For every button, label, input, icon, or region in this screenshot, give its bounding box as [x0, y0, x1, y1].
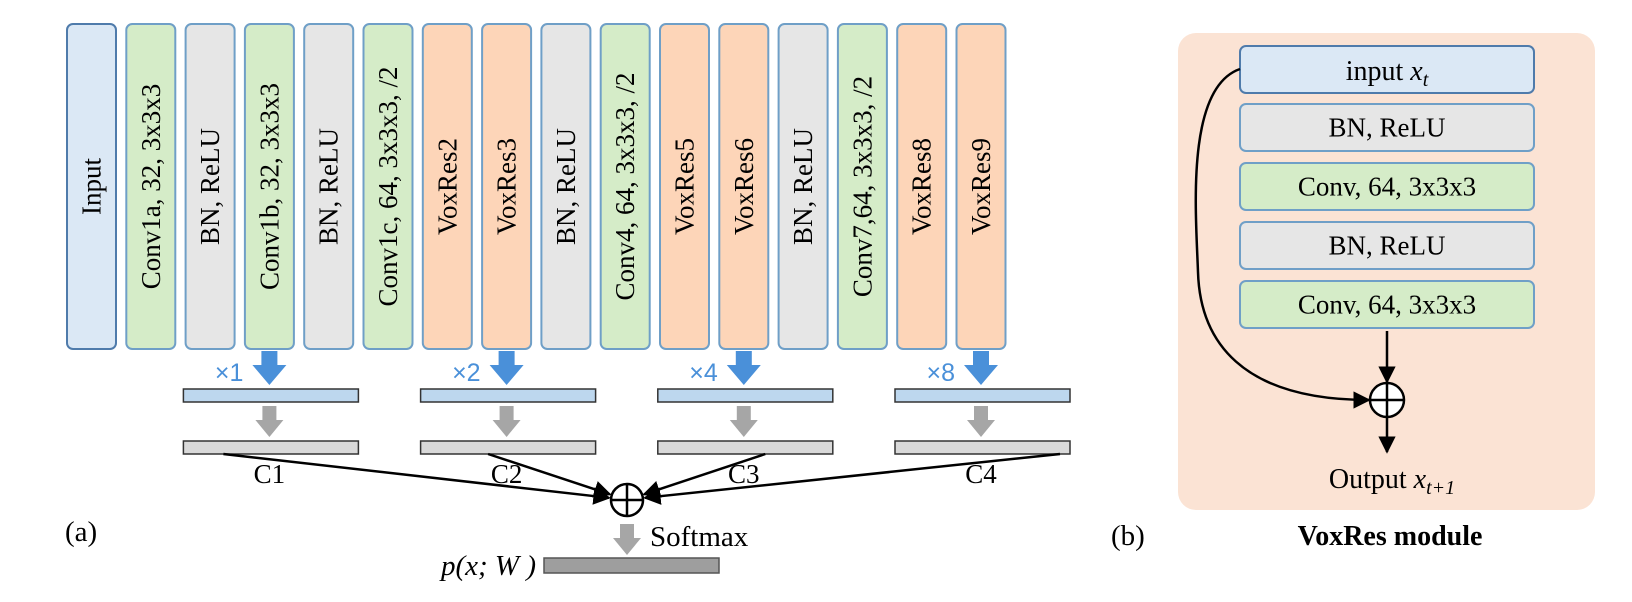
classifier-label: C3 [728, 459, 760, 489]
deconv-bar [182, 388, 360, 403]
branch-group: ×1C1×2C2×4C3×8C4 [182, 351, 1071, 505]
layer-label: BN, ReLU [551, 128, 581, 245]
fusion-group [609, 482, 645, 518]
branch-c1: ×1C1 [182, 351, 611, 505]
layer-label: BN, ReLU [314, 128, 344, 245]
output-probability-label: p(x; W ) [439, 550, 536, 582]
classifier-arrow-icon [255, 406, 284, 437]
layer-conv: Conv7,64, 3x3x3, /2 [836, 23, 888, 350]
module-output-label: Output xt+1 [1329, 464, 1455, 499]
layer-voxres: VoxRes3 [481, 23, 533, 350]
voxres-module-background [1178, 33, 1595, 510]
skip-connection-arrow [1194, 67, 1371, 409]
layer-conv: Conv1b, 32, 3x3x3 [243, 23, 295, 350]
layer-voxres: VoxRes9 [955, 23, 1007, 350]
layer-bn: BN, ReLU [303, 23, 355, 350]
classifier-arrow-icon [729, 406, 758, 437]
layer-voxres: VoxRes8 [896, 23, 948, 350]
module-input-label: input xt [1346, 56, 1429, 91]
upsample-multiplier: ×8 [926, 359, 955, 387]
module-title: VoxRes module [1298, 521, 1483, 552]
layer-bn: BN, ReLU [540, 23, 592, 350]
layer-conv: Conv1c, 64, 3x3x3, /2 [362, 23, 414, 350]
layer-label: Conv1a, 32, 3x3x3 [136, 84, 166, 290]
deconv-bar [894, 388, 1071, 403]
classifier-arrow-icon [492, 406, 521, 437]
fusion-arrow [643, 452, 1061, 505]
layer-bn: BN, ReLU [777, 23, 829, 350]
fusion-arrow [223, 452, 611, 505]
layer-conv: Conv1a, 32, 3x3x3 [125, 23, 177, 350]
upsample-multiplier: ×4 [689, 359, 718, 387]
layer-conv: Conv4, 64, 3x3x3, /2 [599, 23, 651, 350]
layer-label: VoxRes5 [670, 138, 700, 235]
layer-voxres: VoxRes6 [718, 23, 770, 350]
layer-label: VoxRes8 [907, 138, 937, 235]
softmax-arrow-icon [613, 524, 641, 555]
layer-label: VoxRes9 [966, 138, 996, 235]
module-layer-label: BN, ReLU [1329, 113, 1446, 143]
module-layer-conv: Conv, 64, 3x3x3 [1239, 162, 1535, 211]
down-arrow-icon [252, 351, 287, 385]
module-layer-label: Conv, 64, 3x3x3 [1298, 290, 1476, 320]
module-layer-conv: Conv, 64, 3x3x3 [1239, 280, 1535, 329]
upsample-multiplier: ×2 [452, 359, 481, 387]
layer-label: Conv4, 64, 3x3x3, /2 [610, 72, 640, 300]
layer-label: VoxRes3 [492, 138, 522, 235]
fusion-arrow [642, 452, 766, 498]
layer-bn: BN, ReLU [184, 23, 236, 350]
classifier-bar [894, 440, 1071, 455]
layer-label: Input [77, 158, 107, 215]
fusion-arrow [487, 452, 612, 498]
classifier-label: C1 [254, 459, 286, 489]
output-bar [543, 557, 720, 574]
module-layer-label: BN, ReLU [1329, 231, 1446, 261]
module-layer-bn: BN, ReLU [1239, 221, 1535, 270]
layer-label: VoxRes2 [432, 138, 462, 235]
module-layer-bn: BN, ReLU [1239, 103, 1535, 152]
layer-label: VoxRes6 [729, 138, 759, 235]
classifier-bar [419, 440, 597, 455]
layer-label: Conv7,64, 3x3x3, /2 [847, 76, 877, 297]
classifier-arrow-icon [967, 406, 995, 437]
branch-c4: ×8C4 [643, 351, 1071, 505]
down-arrow-icon [726, 351, 761, 385]
layer-voxres: VoxRes2 [421, 23, 473, 350]
down-arrow-icon [964, 351, 998, 385]
down-arrow-icon [489, 351, 524, 385]
deconv-bar [657, 388, 834, 403]
module-layer-label: Conv, 64, 3x3x3 [1298, 172, 1476, 202]
layer-label: BN, ReLU [788, 128, 818, 245]
layer-voxres: VoxRes5 [659, 23, 710, 350]
branch-c2: ×2C2 [419, 351, 612, 498]
deconv-bar [419, 388, 597, 403]
softmax-label: Softmax [650, 521, 749, 553]
layer-label: BN, ReLU [195, 128, 225, 245]
layer-input: Input [66, 23, 117, 350]
panel-b-label: (b) [1111, 520, 1145, 552]
branch-c3: ×4C3 [642, 351, 834, 498]
layer-label: Conv1c, 64, 3x3x3, /2 [373, 67, 403, 307]
panel-a: Input Conv1a, 32, 3x3x3 BN, ReLU Conv1b, 32… [65, 23, 1071, 582]
layer-stack: Input Conv1a, 32, 3x3x3 BN, ReLU Conv1b, 32… [66, 23, 1007, 350]
upsample-multiplier: ×1 [215, 359, 244, 387]
layer-label: Conv1b, 32, 3x3x3 [254, 83, 284, 290]
classifier-bar [182, 440, 360, 455]
classifier-bar [657, 440, 834, 455]
panel-a-label: (a) [65, 516, 97, 548]
